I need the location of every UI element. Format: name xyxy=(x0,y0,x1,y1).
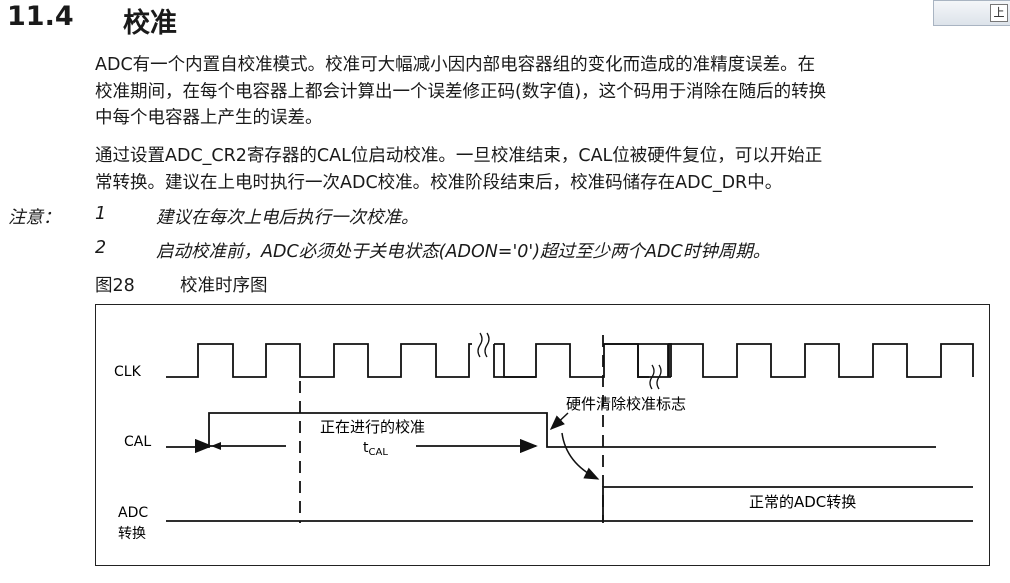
figure-title: 校准时序图 xyxy=(180,276,268,296)
in-progress-label: 正在进行的校准 xyxy=(320,418,425,436)
normal-conversion-label: 正常的ADC转换 xyxy=(749,493,856,511)
paragraph-line: 常转换。建议在上电时执行一次ADC校准。校准阶段结束后，校准码储存在ADC_DR… xyxy=(95,172,783,193)
note-label: 注意： xyxy=(8,208,61,228)
paragraph-line: 校准期间，在每个电容器上都会计算出一个误差修正码(数字值)，这个码用于消除在随后… xyxy=(95,81,827,102)
timing-diagram-svg: CLK CAL ADC 转换 正在进行的校准 tCAL 硬件清除校准标志 正常的… xyxy=(114,332,974,542)
hw-clear-label: 硬件清除校准标志 xyxy=(566,395,686,413)
clk-waveform xyxy=(166,343,672,378)
tcal-arrowhead-left xyxy=(211,442,221,450)
clk-break-mark-2 xyxy=(649,364,662,390)
transition-arrow xyxy=(561,432,600,480)
paragraph-line: 通过设置ADC_CR2寄存器的CAL位启动校准。一旦校准结束，CAL位被硬件复位… xyxy=(95,146,823,166)
note-2-text: 启动校准前，ADC必须处于关电状态(ADON='0')超过至少两个ADC时钟周期… xyxy=(156,242,771,262)
paragraph-2: 通过设置ADC_CR2寄存器的CAL位启动校准。一旦校准结束，CAL位被硬件复位… xyxy=(95,143,995,196)
paragraph-line: 中每个电容器上产生的误差。 xyxy=(95,108,323,128)
hw-clear-arrow xyxy=(549,412,569,431)
clk-label: CLK xyxy=(114,364,142,380)
section-number: 11.4 xyxy=(7,1,74,32)
figure-number: 图28 xyxy=(95,276,135,296)
toolbar-button[interactable]: 上 xyxy=(933,0,1010,26)
clk-waveform-tail xyxy=(668,343,974,378)
note-1-text: 建议在每次上电后执行一次校准。 xyxy=(156,208,419,228)
section-title: 校准 xyxy=(123,8,177,39)
timing-diagram: CLK CAL ADC 转换 正在进行的校准 tCAL 硬件清除校准标志 正常的… xyxy=(95,304,990,566)
note-1-number: 1 xyxy=(95,204,107,224)
tcal-label: tCAL xyxy=(363,440,388,458)
conversion-label: 转换 xyxy=(118,525,146,542)
adc-conversion-waveform xyxy=(602,486,973,521)
paragraph-line: ADC有一个内置自校准模式。校准可大幅减小因内部电容器组的变化而造成的准精度误差… xyxy=(95,55,816,75)
adc-label: ADC xyxy=(118,505,148,521)
paragraph-1: ADC有一个内置自校准模式。校准可大幅减小因内部电容器组的变化而造成的准精度误差… xyxy=(95,52,995,132)
clk-break-mark xyxy=(477,332,490,358)
up-button-label[interactable]: 上 xyxy=(990,4,1008,22)
cal-label: CAL xyxy=(124,434,151,450)
note-2-number: 2 xyxy=(95,238,107,258)
cal-waveform xyxy=(166,412,936,448)
